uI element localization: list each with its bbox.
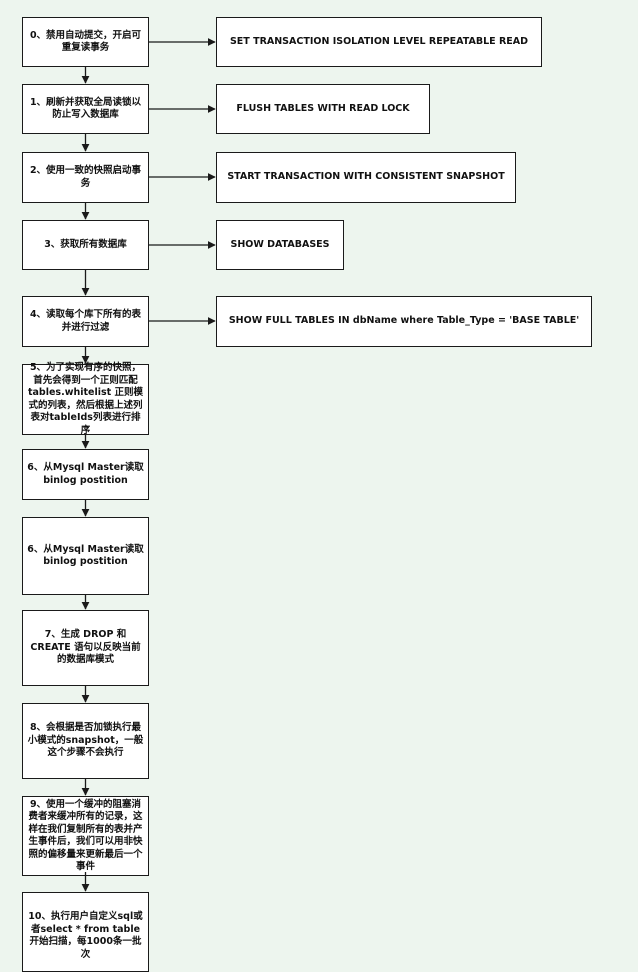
step-3-label: 3、获取所有数据库 (44, 238, 127, 250)
step-10-label: 10、执行用户自定义sql或者select * from table开始扫描，每… (28, 911, 143, 960)
sql-3-box: SHOW DATABASES (216, 220, 344, 270)
step-2-box: 2、使用一致的快照启动事务 (22, 152, 149, 203)
step-7-box: 7、生成 DROP 和 CREATE 语句以反映当前的数据库模式 (22, 610, 149, 686)
sql-1-label: FLUSH TABLES WITH READ LOCK (236, 102, 410, 114)
sql-2-box: START TRANSACTION WITH CONSISTENT SNAPSH… (216, 152, 516, 203)
step-8-label: 8、会根据是否加锁执行最小模式的snapshot，一般这个步骤不会执行 (27, 722, 144, 759)
step-6a-box: 6、从Mysql Master读取binlog postition (22, 449, 149, 500)
step-5-label: 5、为了实现有序的快照，首先会得到一个正则匹配tables.whitelist … (27, 362, 143, 436)
step-2-label: 2、使用一致的快照启动事务 (29, 165, 142, 189)
sql-4-box: SHOW FULL TABLES IN dbName where Table_T… (216, 296, 592, 347)
step-7-label: 7、生成 DROP 和 CREATE 语句以反映当前的数据库模式 (30, 629, 141, 666)
step-3-box: 3、获取所有数据库 (22, 220, 149, 270)
step-8-box: 8、会根据是否加锁执行最小模式的snapshot，一般这个步骤不会执行 (22, 703, 149, 779)
step-4-label: 4、读取每个库下所有的表并进行过滤 (29, 309, 142, 333)
sql-2-label: START TRANSACTION WITH CONSISTENT SNAPSH… (227, 171, 505, 183)
step-4-box: 4、读取每个库下所有的表并进行过滤 (22, 296, 149, 347)
sql-3-label: SHOW DATABASES (230, 238, 330, 250)
sql-4-label: SHOW FULL TABLES IN dbName where Table_T… (228, 315, 580, 327)
step-6a-label: 6、从Mysql Master读取binlog postition (27, 462, 144, 486)
sql-0-box: SET TRANSACTION ISOLATION LEVEL REPEATAB… (216, 17, 542, 67)
step-0-box: 0、禁用自动提交，开启可重复读事务 (22, 17, 149, 67)
step-9-label: 9、使用一个缓冲的阻塞消费者来缓冲所有的记录，这样在我们复制所有的表并产生事件后… (28, 798, 143, 873)
step-1-label: 1、刷新并获取全局读锁以防止写入数据库 (29, 96, 142, 121)
step-6b-label: 6、从Mysql Master读取binlog postition (27, 543, 144, 568)
step-5-box: 5、为了实现有序的快照，首先会得到一个正则匹配tables.whitelist … (22, 362, 149, 436)
step-1-box: 1、刷新并获取全局读锁以防止写入数据库 (22, 84, 149, 134)
sql-0-label: SET TRANSACTION ISOLATION LEVEL REPEATAB… (229, 35, 529, 47)
step-6b-box: 6、从Mysql Master读取binlog postition (22, 517, 149, 595)
step-9-box: 9、使用一个缓冲的阻塞消费者来缓冲所有的记录，这样在我们复制所有的表并产生事件后… (22, 796, 149, 876)
step-0-label: 0、禁用自动提交，开启可重复读事务 (29, 29, 142, 54)
sql-1-box: FLUSH TABLES WITH READ LOCK (216, 84, 430, 134)
